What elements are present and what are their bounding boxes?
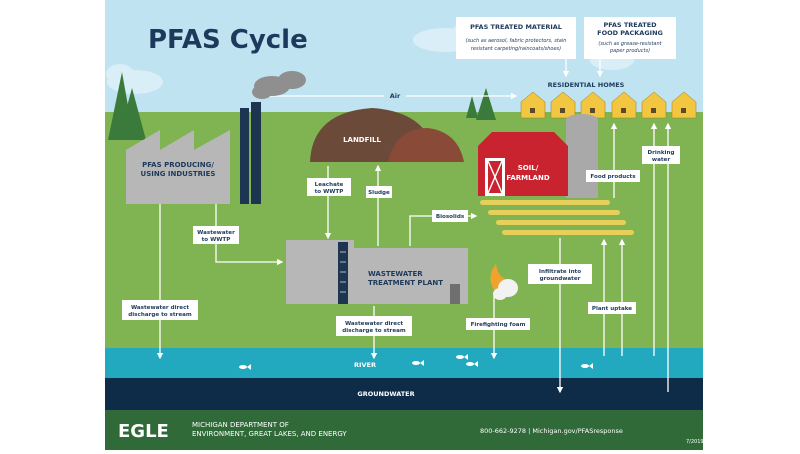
label-residential-homes: RESIDENTIAL HOMES	[548, 81, 625, 89]
svg-text:PFAS TREATED: PFAS TREATED	[603, 21, 657, 29]
svg-text:Wastewater: Wastewater	[197, 230, 235, 236]
svg-text:discharge to stream: discharge to stream	[128, 312, 192, 318]
svg-text:Wastewater direct: Wastewater direct	[131, 305, 189, 311]
flow-label-infiltrate: Infiltrate into groundwater	[528, 264, 592, 284]
svg-text:(such as grease-resistant: (such as grease-resistant	[598, 41, 662, 47]
house-icon	[520, 91, 697, 119]
fish-icon	[239, 354, 593, 370]
footer-contact: 800-662-9278 | Michigan.gov/PFASresponse	[480, 427, 623, 435]
footer-band	[105, 410, 703, 450]
svg-text:discharge to stream: discharge to stream	[342, 328, 406, 334]
svg-text:Food products: Food products	[590, 174, 636, 180]
farm-field-rows	[480, 200, 634, 235]
svg-text:to WWTP: to WWTP	[315, 189, 344, 195]
flow-label-biosolids: Biosolids	[432, 210, 468, 222]
svg-text:Sludge: Sludge	[368, 190, 390, 196]
label-air: Air	[390, 92, 401, 100]
svg-text:to WWTP: to WWTP	[202, 237, 231, 243]
egle-logo: EGLE	[118, 421, 169, 442]
wastewater-treatment-plant: WASTEWATER TREATMENT PLANT	[286, 240, 468, 304]
footer-dept-line-2: ENVIRONMENT, GREAT LAKES, AND ENERGY	[192, 430, 347, 438]
flow-label-firefighting: Firefighting foam	[466, 318, 530, 330]
svg-text:LANDFILL: LANDFILL	[343, 136, 381, 144]
fire-icon	[490, 264, 518, 300]
factory-building: PFAS PRODUCING/ USING INDUSTRIES	[126, 102, 261, 204]
svg-text:TREATMENT PLANT: TREATMENT PLANT	[368, 279, 443, 287]
label-river: RIVER	[354, 361, 376, 369]
svg-text:Leachate: Leachate	[315, 182, 344, 188]
svg-text:resistant carpeting/raincoats/: resistant carpeting/raincoats/shoes)	[471, 46, 561, 52]
svg-text:paper products): paper products)	[609, 48, 650, 54]
flow-wastewater-wwtp	[215, 204, 284, 266]
svg-text:PFAS PRODUCING/: PFAS PRODUCING/	[142, 161, 214, 169]
svg-text:USING INDUSTRIES: USING INDUSTRIES	[141, 170, 216, 178]
page-title: PFAS Cycle	[148, 25, 308, 55]
svg-text:Wastewater direct: Wastewater direct	[345, 321, 403, 327]
smoke-icon	[252, 71, 306, 99]
flow-label-drinking-water: Drinking water	[642, 146, 680, 164]
svg-text:Drinking: Drinking	[648, 150, 675, 156]
svg-text:FOOD PACKAGING: FOOD PACKAGING	[597, 29, 663, 37]
svg-text:Plant uptake: Plant uptake	[592, 306, 632, 312]
flow-label-plant-uptake: Plant uptake	[588, 302, 636, 314]
flow-label-wastewater-wwtp: Wastewater to WWTP	[193, 226, 239, 244]
barn-building: SOIL/ FARMLAND	[478, 114, 598, 198]
flow-label-direct-discharge-2: Wastewater direct discharge to stream	[336, 316, 412, 336]
flow-label-food-products: Food products	[586, 170, 640, 182]
svg-text:water: water	[652, 157, 670, 163]
svg-text:(such as aerosol, fabric prote: (such as aerosol, fabric protectors, sta…	[466, 38, 567, 44]
svg-text:WASTEWATER: WASTEWATER	[368, 270, 423, 278]
svg-text:SOIL/: SOIL/	[518, 164, 539, 172]
tree-icon	[108, 72, 496, 140]
flow-label-leachate: Leachate to WWTP	[307, 178, 351, 196]
svg-text:FARMLAND: FARMLAND	[506, 174, 549, 182]
callout-pfas-treated-material: PFAS TREATED MATERIAL (such as aerosol, …	[456, 17, 576, 59]
svg-text:groundwater: groundwater	[540, 276, 581, 282]
footer-dept-line-1: MICHIGAN DEPARTMENT OF	[192, 421, 289, 429]
landfill-mound: LANDFILL	[310, 108, 464, 162]
svg-text:Firefighting foam: Firefighting foam	[471, 322, 526, 328]
footer-date: 7/2019	[686, 439, 704, 445]
svg-text:Biosolids: Biosolids	[436, 214, 465, 220]
river-band	[105, 348, 703, 378]
flow-label-sludge: Sludge	[366, 186, 392, 198]
label-groundwater: GROUNDWATER	[357, 390, 414, 398]
svg-text:PFAS TREATED MATERIAL: PFAS TREATED MATERIAL	[470, 23, 562, 31]
groundwater-band	[105, 378, 703, 410]
flow-label-direct-discharge-1: Wastewater direct discharge to stream	[122, 300, 198, 320]
svg-text:Infiltrate into: Infiltrate into	[539, 269, 581, 275]
callout-pfas-food-packaging: PFAS TREATED FOOD PACKAGING (such as gre…	[584, 17, 676, 59]
